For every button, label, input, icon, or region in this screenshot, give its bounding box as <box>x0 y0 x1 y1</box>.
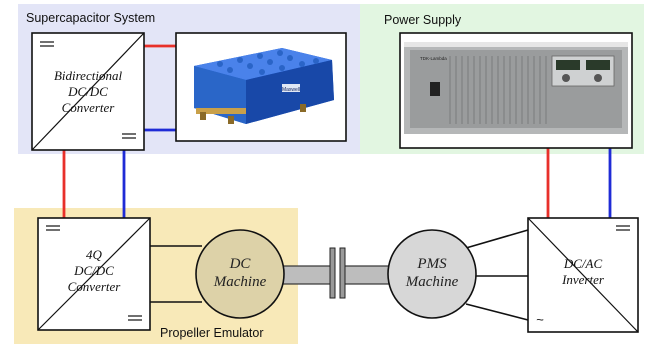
dc-machine-line2: Machine <box>213 274 267 290</box>
bidirectional-converter-block: Bidirectional DC/DC Converter <box>31 32 145 151</box>
power-supply-photo: TDK-Lambda <box>399 32 633 149</box>
ac-tilde-symbol: ~ <box>536 312 544 327</box>
four-q-converter-line1: 4Q <box>86 247 103 262</box>
power-supply-label: Power Supply <box>384 13 462 27</box>
coupling-right-flange <box>339 247 346 299</box>
pms-machine-line2: Machine <box>405 274 459 290</box>
bidirectional-converter-line1: Bidirectional <box>54 68 123 83</box>
four-q-converter-block: 4Q DC/DC Converter <box>37 217 151 331</box>
left-shaft <box>277 265 335 285</box>
bidirectional-converter-line2: DC/DC <box>67 84 108 99</box>
machine-wires <box>150 229 529 321</box>
pms-machine-line1: PMS <box>416 256 447 272</box>
dc-ac-inverter-line1: DC/AC <box>563 256 603 271</box>
dc-machine-line1: DC <box>229 256 252 272</box>
coupling-left-flange <box>329 247 336 299</box>
supercapacitor-module-photo: Maxwell <box>175 32 347 142</box>
right-shaft <box>343 265 395 285</box>
power-lines <box>62 44 612 218</box>
four-q-converter-line2: DC/DC <box>73 263 114 278</box>
dc-machine: DC Machine <box>195 229 285 319</box>
four-q-converter-line3: Converter <box>68 279 122 294</box>
propeller-emulator-label: Propeller Emulator <box>160 326 264 340</box>
supercap-system-label: Supercapacitor System <box>26 11 155 25</box>
power-supply-brand: TDK-Lambda <box>420 56 447 61</box>
bidirectional-converter-line3: Converter <box>62 100 116 115</box>
dc-ac-inverter-block: DC/AC Inverter ~ <box>527 217 639 333</box>
dc-ac-inverter-line2: Inverter <box>561 272 605 287</box>
pms-machine: PMS Machine <box>387 229 477 319</box>
supercapacitor-brand: Maxwell <box>282 87 300 93</box>
